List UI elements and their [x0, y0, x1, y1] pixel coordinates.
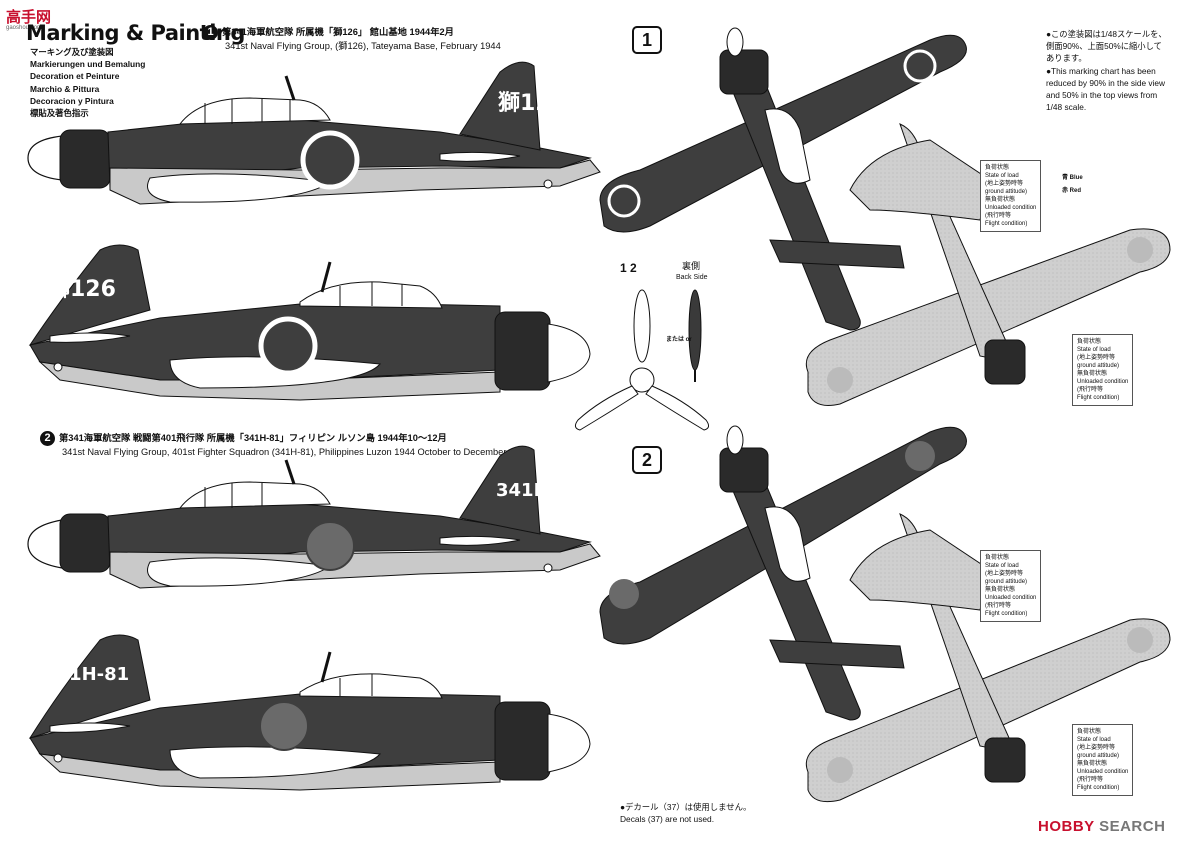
- scheme1-number: 1: [203, 25, 218, 40]
- propeller-or-label: または or: [666, 337, 692, 343]
- scheme1-heading-jp: 第341海軍航空隊 所属機「獅126」 館山基地 1944年2月: [222, 26, 454, 37]
- language-jp: マーキング及び塗装図: [30, 47, 114, 57]
- legend1-blue: 青 Blue: [1062, 175, 1083, 181]
- scale-note: ●この塗装図は1/48スケールを、 側面90%、上面50%に縮小して あります。…: [1046, 29, 1167, 113]
- propeller-scheme-label: 1 2: [620, 261, 637, 275]
- top-view-1-underside: [805, 123, 1171, 406]
- scheme1-heading-en: 341st Naval Flying Group, (獅126), Tateya…: [225, 41, 501, 51]
- topview2-marker: 2: [632, 446, 662, 474]
- scheme2-heading-en: 341st Naval Flying Group, 401st Fighter …: [62, 447, 507, 457]
- side2-tail-code: 341H-81: [496, 480, 581, 501]
- propeller-diagram: [574, 289, 710, 431]
- load-legend-1b: 負荷状態 State of load (地上姿勢時等 ground attitu…: [1072, 334, 1134, 406]
- propeller-back-jp: 裏側: [682, 261, 701, 271]
- side-view-2-right: 341H-81: [28, 634, 591, 791]
- topview1-marker: 1: [632, 26, 662, 54]
- decal-note-en: Decals (37) are not used.: [620, 813, 715, 824]
- top-view-2-underside: [805, 513, 1171, 803]
- scheme1-heading: 1 第341海軍航空隊 所属機「獅126」 館山基地 1944年2月 341st …: [203, 25, 501, 53]
- top-view-2-upper: [599, 425, 967, 721]
- side2r-tail-code: 341H-81: [44, 664, 129, 685]
- load-legend-1: 負荷状態 State of load (地上姿勢時等 ground attitu…: [980, 160, 1042, 232]
- decal-note-jp: ●デカール（37）は使用しません。: [620, 802, 752, 812]
- legend1-red: 赤 Red: [1062, 188, 1082, 194]
- side-view-2-left: 341H-81: [27, 445, 601, 589]
- language-it: Marchio & Pittura: [30, 83, 100, 94]
- hobbysearch-logo: HOBBY SEARCH: [1038, 818, 1166, 835]
- language-es: Decoracion y Pintura: [30, 95, 114, 106]
- scheme2-number: 2: [40, 431, 55, 446]
- side1r-tail-code: 獅126: [48, 276, 116, 302]
- language-zh: 標貼及著色指示: [30, 108, 89, 119]
- language-fr: Decoration et Peinture: [30, 71, 120, 82]
- language-list: マーキング及び塗装図 Markierungen und Bemalung Dec…: [30, 46, 145, 119]
- decal-note: ●デカール（37）は使用しません。 Decals (37) are not us…: [620, 802, 751, 825]
- side1-tail-code: 獅126: [498, 90, 566, 116]
- top-view-1-upper: [599, 27, 967, 331]
- load-legend-2b: 負荷状態 State of load (地上姿勢時等 ground attitu…: [1072, 724, 1134, 796]
- side-view-1-left: 獅126: [27, 61, 601, 205]
- scheme2-heading: 2 第341海軍航空隊 戦闘第401飛行隊 所属機「341H-81」フィリピン ル…: [40, 431, 506, 459]
- scheme2-heading-jp: 第341海軍航空隊 戦闘第401飛行隊 所属機「341H-81」フィリピン ルソ…: [59, 432, 447, 443]
- load-legend-2: 負荷状態 State of load (地上姿勢時等 ground attitu…: [980, 550, 1042, 622]
- side-view-1-right: 獅126: [28, 244, 591, 401]
- language-de: Markierungen und Bemalung: [30, 59, 146, 70]
- propeller-back-en: Back Side: [676, 274, 708, 281]
- site-watermark: 高手网 gaoshou.com: [6, 9, 52, 31]
